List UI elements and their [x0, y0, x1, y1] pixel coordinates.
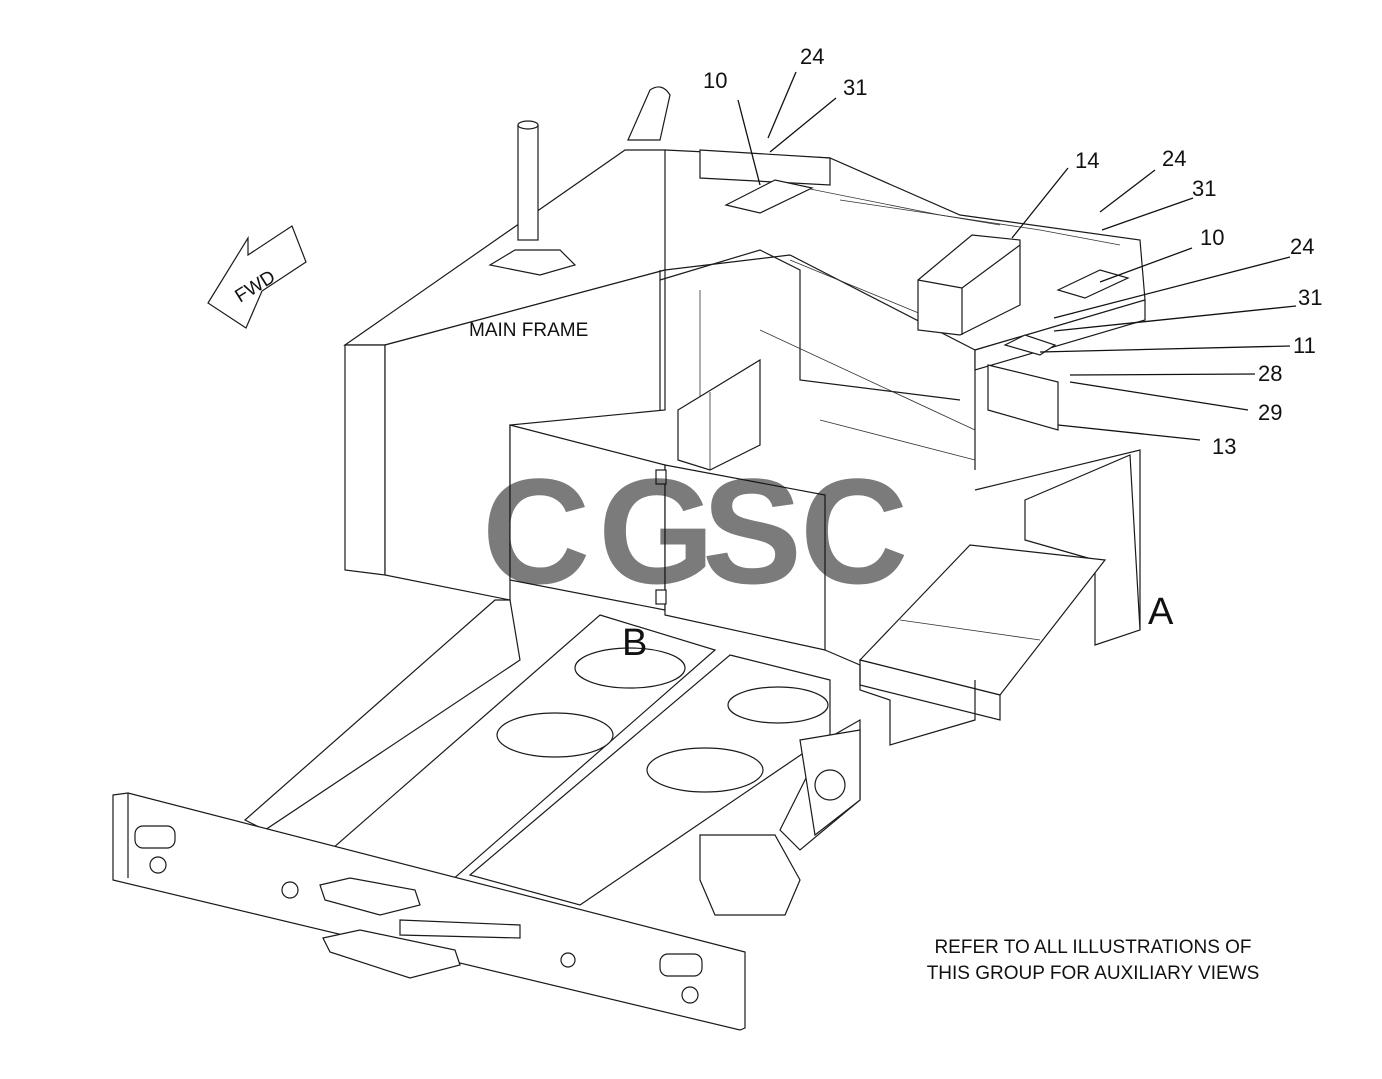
auxiliary-views-note: REFER TO ALL ILLUSTRATIONS OF THIS GROUP… — [927, 937, 1260, 984]
watermark-letter-2: G — [598, 447, 715, 615]
leader-lines — [737, 71, 1297, 441]
view-label-a: A — [1148, 591, 1174, 633]
callout-24-right-upper: 24 — [1162, 146, 1186, 171]
right-structure — [724, 179, 1141, 746]
watermark-logo: C G S C — [482, 447, 908, 615]
callout-29: 29 — [1258, 400, 1282, 425]
note-line-2: THIS GROUP FOR AUXILIARY VIEWS — [927, 963, 1260, 984]
access-panels — [509, 358, 826, 651]
watermark-letter-3: S — [702, 447, 802, 615]
callout-31-top: 31 — [843, 75, 867, 100]
view-label-b: B — [622, 622, 647, 664]
callout-31-right: 31 — [1298, 285, 1322, 310]
callout-31-right-upper: 31 — [1192, 176, 1216, 201]
watermark-letter-4: C — [800, 447, 908, 615]
note-line-1: REFER TO ALL ILLUSTRATIONS OF — [934, 937, 1251, 958]
callout-24-right: 24 — [1290, 234, 1314, 259]
lower-frame — [112, 599, 861, 1031]
callout-10-top: 10 — [703, 68, 727, 93]
forward-direction-arrow: FWD — [207, 225, 307, 329]
callout-10-right: 10 — [1200, 225, 1224, 250]
main-frame-body — [343, 86, 1146, 630]
watermark-letter-1: C — [482, 447, 590, 615]
callout-numbers: 24 10 31 14 24 31 10 24 31 11 28 29 13 — [703, 44, 1322, 459]
callout-14: 14 — [1075, 148, 1099, 173]
callout-28: 28 — [1258, 361, 1282, 386]
callout-13: 13 — [1212, 434, 1236, 459]
callout-11: 11 — [1293, 333, 1316, 358]
main-frame-label: MAIN FRAME — [469, 320, 588, 341]
callout-24-top: 24 — [800, 44, 824, 69]
